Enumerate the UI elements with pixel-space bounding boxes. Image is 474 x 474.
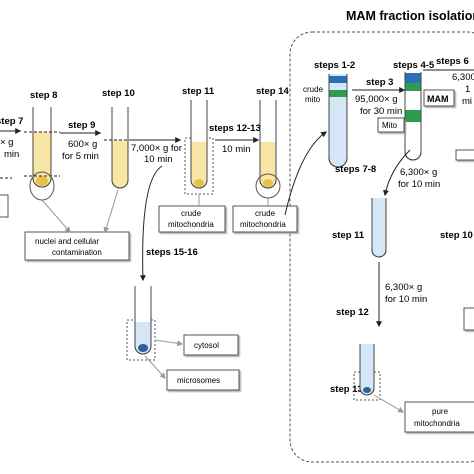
step-7-label: step 7: [0, 116, 23, 127]
steps-6-label: steps 6: [436, 56, 469, 67]
step-3-condition-2: for 30 min: [360, 106, 402, 117]
steps-7-8-label: steps 7-8: [335, 164, 376, 175]
box-partial-left: [0, 194, 9, 218]
tube-step-10: [104, 107, 136, 189]
step-6-condition-2: 1: [465, 84, 470, 95]
steps-7-8-condition-2: for 10 min: [398, 179, 440, 190]
microsomes-label: microsomes: [177, 376, 220, 385]
nuclei-line2: contamination: [52, 248, 102, 257]
connector-pure: [373, 394, 405, 413]
mito-label: Mito: [382, 121, 398, 130]
crude-mito-line1: crude: [303, 85, 324, 94]
crude-mitochondria-a-line2: mitochondria: [168, 220, 214, 229]
microsomes-box: [166, 369, 240, 391]
tube-step-11-right: [371, 198, 387, 258]
connector-nuclei-2: [103, 189, 119, 234]
pure-mitochondria-box: [404, 401, 474, 433]
arrow-into-mam-section: [284, 131, 327, 216]
crude-mitochondria-a-line1: crude: [181, 209, 202, 218]
step-10-label: step 10: [102, 88, 135, 99]
step-11-label-right: step 11: [332, 230, 365, 241]
step-12-condition-2: for 10 min: [385, 294, 427, 305]
step-8-label: step 8: [30, 90, 57, 101]
step-7-condition-1: × g: [0, 137, 13, 148]
box-partial-right-2: [463, 307, 474, 331]
tube-step-8: [24, 107, 60, 201]
step-9-label: step 9: [68, 120, 95, 131]
tube-steps-1-2: [328, 74, 348, 168]
tube-microsomes: [126, 286, 156, 361]
steps-12-13-condition: 10 min: [222, 144, 251, 155]
cytosol-label: cytosol: [194, 341, 219, 350]
step-6-condition-1: 6,300: [452, 72, 474, 83]
steps-15-16-label: steps 15-16: [146, 247, 198, 258]
box-partial-right-1: [455, 149, 474, 161]
step-12-condition-1: 6,300× g: [385, 282, 422, 293]
pure-mito-line1: pure: [432, 407, 449, 416]
crude-mito-line2: mito: [305, 95, 321, 104]
connector-microsomes: [144, 355, 166, 379]
tube-step-14: [255, 100, 281, 199]
step-11-label-left: step 11: [182, 86, 215, 97]
arrow-steps-7-8: [383, 149, 411, 197]
nuclei-contamination-box: [24, 231, 130, 261]
section-title: MAM fraction isolation: [346, 9, 474, 23]
step-3-label: step 3: [366, 77, 393, 88]
nuclei-line1: nuclei and cellular: [35, 237, 99, 246]
mam-section-frame: [289, 31, 474, 463]
tube-step-13: [353, 344, 381, 401]
mam-label: MAM: [427, 94, 449, 104]
step-14-label: step 14: [256, 86, 289, 97]
crude-mitochondria-b-line2: mitochondria: [240, 220, 286, 229]
tube-step-11-left: [184, 100, 214, 195]
steps-4-5-label: steps 4-5: [393, 60, 435, 71]
connector-nuclei: [41, 199, 71, 233]
step-7-condition-2: min: [4, 149, 19, 160]
step-6-condition-3: mi: [462, 96, 472, 107]
steps-7-8-condition-1: 6,300× g: [400, 167, 437, 178]
crude-mito-box-small: [300, 84, 326, 106]
step-10-condition-1: 7,000× g for: [131, 143, 182, 154]
step-13-label: step 13: [330, 384, 363, 395]
step-12-label: step 12: [336, 307, 369, 318]
step-9-condition-2: for 5 min: [62, 151, 99, 162]
step-10-label-right: step 10: [440, 230, 473, 241]
cytosol-box: [183, 334, 239, 356]
steps-12-13-label: steps 12-13: [209, 123, 261, 134]
connector-cytosol: [154, 339, 184, 347]
step-10-condition-2: 10 min: [144, 154, 173, 165]
crude-mitochondria-box-a: [158, 205, 226, 233]
mito-box: [377, 117, 405, 133]
tube-steps-4-5: [404, 72, 422, 161]
step-9-condition-1: 600× g: [68, 139, 97, 150]
steps-1-2-label: steps 1-2: [314, 60, 355, 71]
mam-box: [423, 89, 455, 107]
arrow-steps-15-16: [139, 165, 163, 282]
pure-mito-line2: mitochondria: [414, 419, 460, 428]
crude-mitochondria-b-line1: crude: [255, 209, 276, 218]
step-3-condition-1: 95,000× g: [355, 94, 398, 105]
